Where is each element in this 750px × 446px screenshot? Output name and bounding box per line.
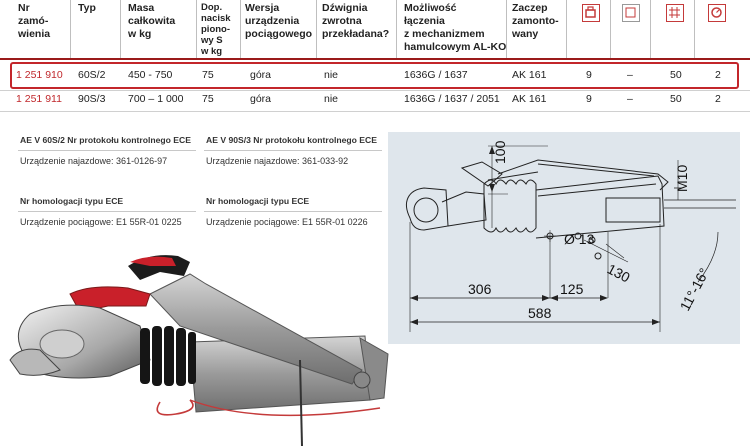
cell-c2: – <box>627 93 633 105</box>
info-heading-2: AE V 90S/3 Nr protokołu kontrolnego ECE <box>206 135 377 145</box>
dim-m10: M10 <box>674 165 690 192</box>
dim-306: 306 <box>468 281 492 297</box>
info-text-2: Urządzenie najazdowe: 361-033-92 <box>206 156 349 166</box>
cell-c3: 50 <box>670 69 682 81</box>
table-row[interactable]: 1 251 911 90S/3 700 – 1 000 75 góra nie … <box>0 88 750 110</box>
dim-125: 125 <box>560 281 584 297</box>
header-zaczep: Zaczep zamonto- wany <box>512 2 559 40</box>
header-dzwignia: Dźwignia zwrotna przekładana? <box>322 2 390 40</box>
header-nacisk: Dop. nacisk piono- wy S w kg <box>201 2 231 57</box>
cell-masa: 450 - 750 <box>128 69 173 81</box>
cell-dzwignia: nie <box>324 69 339 81</box>
cell-zaczep: AK 161 <box>512 93 547 105</box>
weight-icon <box>582 4 600 22</box>
cell-masa: 700 – 1 000 <box>128 93 184 105</box>
cell-typ: 90S/3 <box>78 93 106 105</box>
info-text-4: Urządzenie pociągowe: E1 55R-01 0226 <box>206 217 368 227</box>
cell-nacisk: 75 <box>202 69 214 81</box>
info-heading-4: Nr homologacji typu ECE <box>206 196 310 206</box>
header-typ: Typ <box>78 2 96 14</box>
dim-588: 588 <box>528 305 552 321</box>
square-icon <box>622 4 640 22</box>
header-nr: Nr zamó- wienia <box>18 2 51 40</box>
info-text-1: Urządzenie najazdowe: 361-0126-97 <box>20 156 168 166</box>
info-heading-3: Nr homologacji typu ECE <box>20 196 124 206</box>
table-row[interactable]: 1 251 910 60S/2 450 - 750 75 góra nie 16… <box>0 64 750 86</box>
cell-c3: 50 <box>670 93 682 105</box>
header-wersja: Wersja urządzenia pociągowego <box>245 2 313 40</box>
cell-dzwignia: nie <box>324 93 339 105</box>
dim-d13: Ø 13 <box>564 231 595 247</box>
gauge-icon <box>708 4 726 22</box>
cell-c4: 2 <box>715 69 721 81</box>
dim-angle: 11°-16° <box>677 265 713 313</box>
selected-row-highlight <box>10 62 739 89</box>
cell-nacisk: 75 <box>202 93 214 105</box>
cell-wersja: góra <box>250 93 272 105</box>
table-header: Nr zamó- wienia Typ Masa całkowita w kg … <box>0 0 750 60</box>
cell-nr: 1 251 910 <box>16 69 63 81</box>
technical-drawing: 100 M10 Ø 13 130 306 125 588 11°-16° <box>388 132 740 344</box>
cell-c1: 9 <box>586 93 592 105</box>
info-heading-1: AE V 60S/2 Nr protokołu kontrolnego ECE <box>20 135 191 145</box>
header-mozliwosc: Możliwość łączenia z mechanizmem hamulco… <box>404 2 507 53</box>
info-text-3: Urządzenie pociągowe: E1 55R-01 0225 <box>20 217 182 227</box>
header-masa: Masa całkowita w kg <box>128 2 176 40</box>
dim-130: 130 <box>605 261 633 286</box>
cell-mozliwosc: 1636G / 1637 / 2051 <box>404 93 500 105</box>
cell-nr: 1 251 911 <box>16 93 62 105</box>
cell-typ: 60S/2 <box>78 69 106 81</box>
cell-c1: 9 <box>586 69 592 81</box>
grid-icon <box>666 4 684 22</box>
cell-mozliwosc: 1636G / 1637 <box>404 69 468 81</box>
cell-wersja: góra <box>250 69 272 81</box>
product-photo <box>0 250 400 446</box>
cell-c4: 2 <box>715 93 721 105</box>
dim-100: 100 <box>492 140 508 164</box>
cell-c2: – <box>627 69 633 81</box>
cell-zaczep: AK 161 <box>512 69 547 81</box>
